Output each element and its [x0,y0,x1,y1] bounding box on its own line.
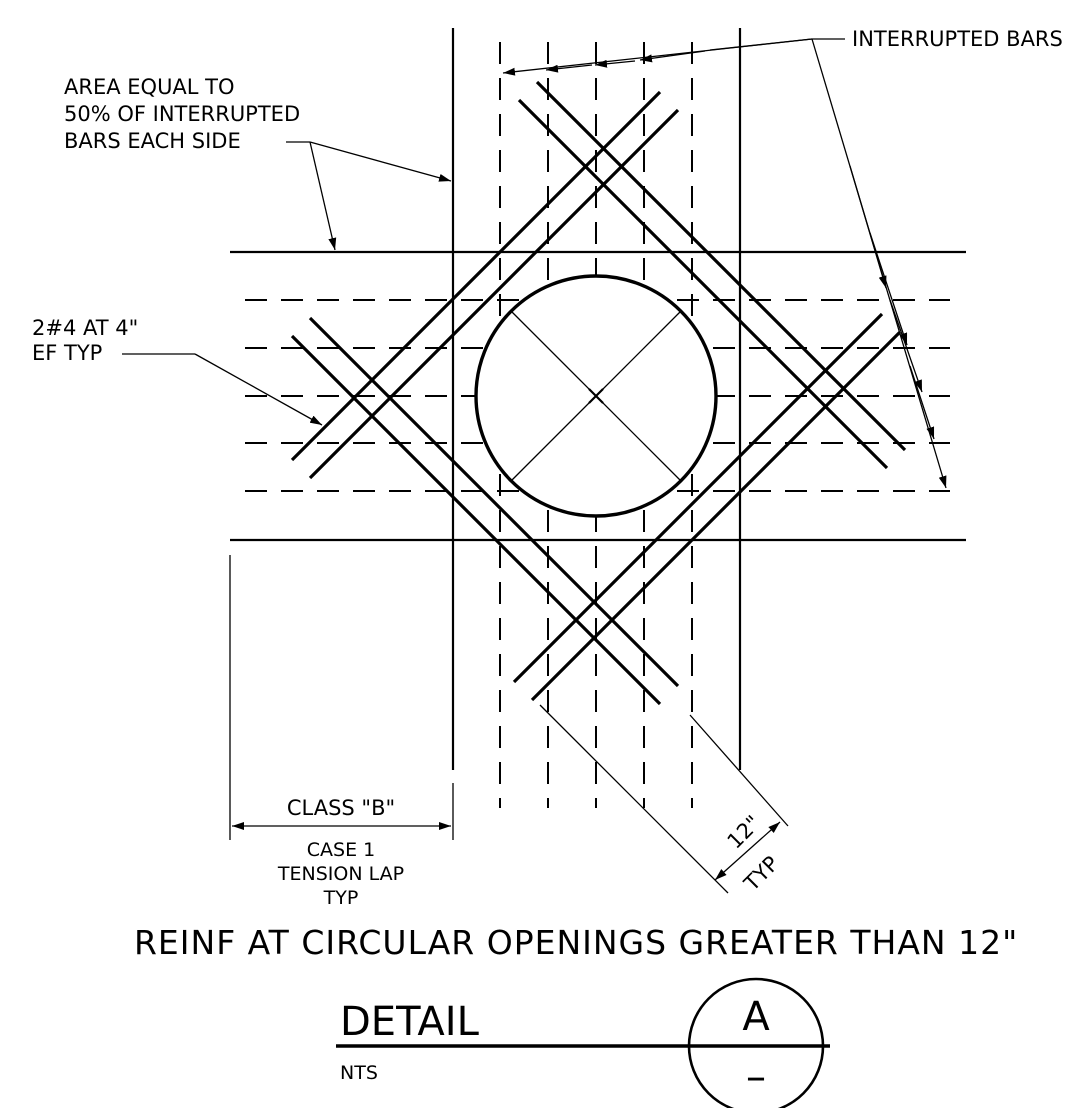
detail-scale: NTS [340,1062,378,1084]
spacing-value-label: 12" [723,811,766,854]
detail-letter: A [742,994,770,1040]
continuous-bars [230,28,966,770]
bar-note: 2#4 AT 4" EF TYP [32,316,323,426]
lap-typ-label: TYP [323,887,359,909]
area-note-line-1: AREA EQUAL TO [64,75,235,99]
lap-dimension: CLASS "B" CASE 1 TENSION LAP TYP [229,555,454,909]
detail-sheet: – [746,1054,766,1100]
lap-class-label: CLASS "B" [287,796,395,820]
area-note: AREA EQUAL TO 50% OF INTERRUPTED BARS EA… [64,75,452,251]
lap-case-label: CASE 1 [307,839,375,861]
interrupted-bars-callout: INTERRUPTED BARS [502,27,1063,489]
bar-note-line-2: EF TYP [32,341,102,365]
diagonal-bars [290,80,907,706]
detail-tag: DETAIL NTS A – [336,977,830,1108]
circular-opening [474,274,718,518]
lap-tension-label: TENSION LAP [277,863,404,885]
spacing-typ-label: TYP [739,851,784,896]
area-note-line-3: BARS EACH SIDE [64,129,241,153]
bar-note-line-1: 2#4 AT 4" [32,316,138,340]
detail-word: DETAIL [340,999,480,1045]
interrupted-bars [245,42,950,808]
interrupted-bars-label: INTERRUPTED BARS [852,27,1063,51]
drawing-title: REINF AT CIRCULAR OPENINGS GREATER THAN … [134,923,1018,962]
area-note-line-2: 50% OF INTERRUPTED [64,102,300,126]
spacing-dimension: 12" TYP [539,704,789,896]
